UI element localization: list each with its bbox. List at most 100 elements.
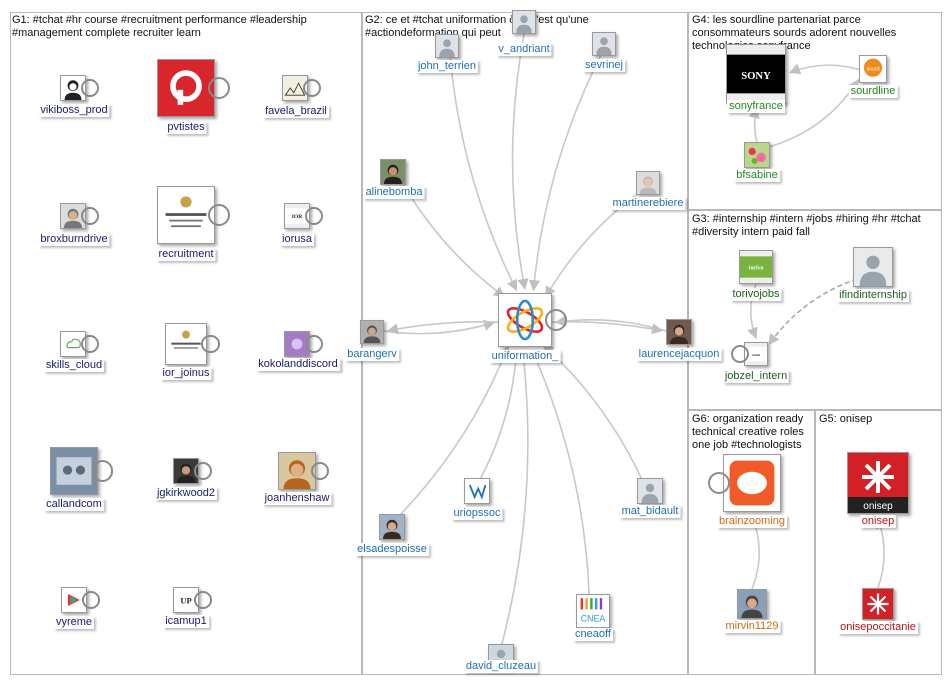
node-label[interactable]: mat_bidault xyxy=(619,505,681,518)
node-jgkirkwood2[interactable]: jgkirkwood2 xyxy=(0,0,218,500)
node-vyreme[interactable]: vyreme xyxy=(0,0,100,629)
node-label[interactable]: broxburndrive xyxy=(38,233,110,246)
node-label[interactable]: uriopssoc xyxy=(451,507,503,520)
node-barangerv[interactable]: barangerv xyxy=(0,0,399,361)
node-label[interactable]: jobzel_intern xyxy=(722,370,790,383)
node-label[interactable]: david_cluzeau xyxy=(463,660,539,673)
avatar[interactable] xyxy=(165,323,207,365)
node-label[interactable]: jgkirkwood2 xyxy=(154,487,218,500)
avatar[interactable] xyxy=(380,159,406,185)
node-label[interactable]: brainzooming xyxy=(716,515,788,528)
avatar[interactable] xyxy=(636,171,660,195)
avatar[interactable]: sourd xyxy=(859,55,887,83)
node-david-cluzeau[interactable]: david_cluzeau xyxy=(0,0,539,673)
avatar[interactable] xyxy=(157,59,215,117)
avatar[interactable] xyxy=(666,319,692,345)
node-elsadespoisse[interactable]: elsadespoisse xyxy=(0,0,429,556)
node-label[interactable]: sevrinej xyxy=(583,59,625,72)
node-skills-cloud[interactable]: skills_cloud xyxy=(0,0,105,372)
node-kokolanddiscord[interactable]: kokolanddiscord xyxy=(0,0,340,371)
node-alinebomba[interactable]: alinebomba xyxy=(0,0,425,199)
node-ifindinternship[interactable]: ifindinternship xyxy=(0,0,909,302)
node-sevrinej[interactable]: sevrinej xyxy=(0,0,625,72)
avatar[interactable] xyxy=(862,588,894,620)
node-label[interactable]: pvtistes xyxy=(165,121,207,134)
node-label[interactable]: joanhenshaw xyxy=(262,492,332,505)
node-onisepoccitanie[interactable]: onisepoccitanie xyxy=(0,0,918,634)
node-label[interactable]: skills_cloud xyxy=(43,359,105,372)
node-ior-joinus[interactable]: ior_joinus xyxy=(0,0,221,380)
node-label[interactable]: callandcom xyxy=(44,498,104,511)
avatar[interactable] xyxy=(360,320,384,344)
node-label[interactable]: recruitment xyxy=(156,248,216,261)
node-favela-brazil[interactable]: favela_brazil xyxy=(0,0,329,118)
node-callandcom[interactable]: callandcom xyxy=(0,0,114,511)
node-brainzooming[interactable]: brainzooming xyxy=(0,0,788,528)
avatar[interactable]: onisep xyxy=(847,452,909,514)
node-label[interactable]: icamup1 xyxy=(163,615,209,628)
avatar[interactable] xyxy=(592,32,616,56)
avatar[interactable] xyxy=(464,478,490,504)
node-label[interactable]: torivojobs xyxy=(730,288,782,301)
node-label[interactable]: john_terrien xyxy=(415,60,479,73)
node-label[interactable]: alinebomba xyxy=(363,186,425,199)
node-label[interactable]: vikiboss_prod xyxy=(38,104,110,117)
node-label[interactable]: onisepoccitanie xyxy=(838,621,918,634)
node-bfsabine[interactable]: bfsabine xyxy=(0,0,780,182)
node-label[interactable]: favela_brazil xyxy=(263,105,329,118)
node-iorusa[interactable]: IOR iorusa xyxy=(0,0,323,246)
avatar[interactable]: CNEA xyxy=(576,594,610,628)
avatar[interactable] xyxy=(723,454,781,512)
avatar[interactable] xyxy=(637,478,663,504)
avatar[interactable] xyxy=(157,186,215,244)
node-label[interactable]: ior_joinus xyxy=(160,367,212,380)
node-broxburndrive[interactable]: broxburndrive xyxy=(0,0,110,246)
avatar[interactable]: IOR xyxy=(284,203,310,229)
node-mirvin1129[interactable]: mirvin1129 xyxy=(0,0,781,633)
avatar[interactable]: SONY xyxy=(726,44,786,104)
avatar[interactable] xyxy=(379,514,405,540)
node-label[interactable]: cneaoff xyxy=(573,628,613,641)
avatar[interactable] xyxy=(435,34,459,58)
avatar[interactable]: torivo xyxy=(739,250,773,284)
node-label[interactable]: iorusa xyxy=(280,233,314,246)
node-recruitment[interactable]: recruitment xyxy=(0,0,231,261)
node-john-terrien[interactable]: john_terrien xyxy=(0,0,479,73)
node-martinerebiere[interactable]: martinerebiere xyxy=(0,0,686,210)
node-laurencejacquon[interactable]: laurencejacquon xyxy=(0,0,722,361)
avatar[interactable] xyxy=(737,589,767,619)
node-pvtistes[interactable]: pvtistes xyxy=(0,0,231,134)
node-torivojobs[interactable]: torivo torivojobs xyxy=(0,0,782,301)
avatar[interactable] xyxy=(50,447,98,495)
node-label[interactable]: uniformation_ xyxy=(489,350,561,363)
node-label[interactable]: laurencejacquon xyxy=(636,348,722,361)
avatar[interactable] xyxy=(498,293,552,347)
node-label[interactable]: ifindinternship xyxy=(837,289,909,302)
node-label[interactable]: sourdline xyxy=(848,85,898,98)
node-label[interactable]: mirvin1129 xyxy=(723,620,781,633)
node-label[interactable]: vyreme xyxy=(53,616,95,629)
node-label[interactable]: barangerv xyxy=(345,348,399,361)
node-uriopssoc[interactable]: uriopssoc xyxy=(0,0,503,520)
node-uniformation[interactable]: uniformation_ xyxy=(0,0,568,363)
node-label[interactable]: sonyfrance xyxy=(727,100,785,113)
avatar[interactable] xyxy=(853,247,893,287)
avatar[interactable] xyxy=(278,452,316,490)
node-joanhenshaw[interactable]: joanhenshaw xyxy=(0,0,332,505)
avatar[interactable] xyxy=(512,10,536,34)
node-label[interactable]: elsadespoisse xyxy=(355,543,429,556)
node-sourdline[interactable]: sourd sourdline xyxy=(0,0,898,98)
node-label[interactable]: onisep xyxy=(859,515,897,528)
avatar[interactable] xyxy=(173,458,199,484)
node-mat-bidault[interactable]: mat_bidault xyxy=(0,0,681,518)
node-vikiboss-prod[interactable]: vikiboss_prod xyxy=(0,0,110,117)
node-label[interactable]: v_andriant xyxy=(496,43,552,56)
node-label[interactable]: bfsabine xyxy=(734,169,780,182)
avatar[interactable] xyxy=(744,142,770,168)
node-label[interactable]: kokolanddiscord xyxy=(256,358,340,371)
